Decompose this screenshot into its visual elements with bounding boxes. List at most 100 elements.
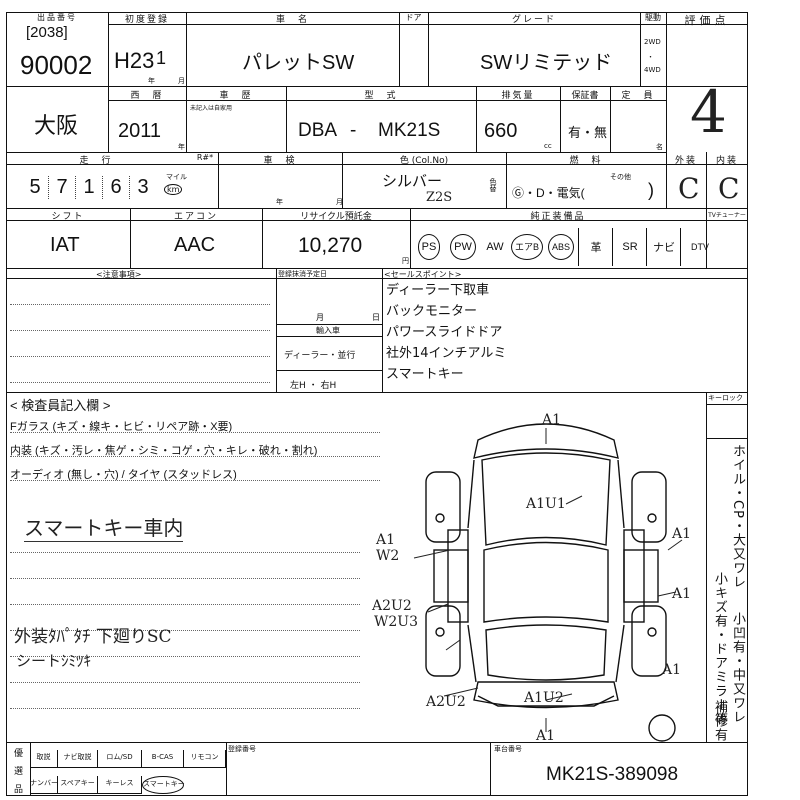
displacement: 660 — [484, 120, 518, 142]
model-dash: - — [350, 120, 357, 141]
equipment-label: ABS — [547, 234, 574, 260]
mark-rear: A1U2 — [523, 690, 564, 706]
col-divider — [342, 152, 343, 208]
color-label: 色 (Col.No) — [399, 156, 449, 166]
location: 大阪 — [34, 113, 79, 138]
dotted-line — [10, 456, 380, 457]
interior-grade: C — [718, 172, 740, 205]
mark-left-mid: A2U2 — [371, 598, 412, 614]
header-line — [706, 438, 748, 439]
year-unit: 年 — [148, 77, 155, 85]
car-name: パレットSW — [242, 52, 355, 74]
model-label: 型 式 — [364, 91, 398, 101]
col-divider — [610, 86, 611, 152]
shift-label: シフト — [51, 212, 85, 222]
equipment-label: PS — [417, 234, 441, 260]
dotted-line — [10, 304, 270, 305]
footer-equipment-cell: ロム/SD — [98, 750, 142, 768]
col-divider — [490, 742, 491, 796]
equipment-item: DTV — [680, 228, 719, 266]
model-code: MK21S — [378, 120, 441, 141]
mileage-digit: 3 — [137, 176, 149, 198]
sales-point-item: バックモニター — [386, 304, 478, 319]
sub-line — [276, 336, 382, 337]
col-divider — [706, 392, 707, 742]
dotted-line — [10, 604, 360, 605]
first-reg-era: H23 — [114, 48, 155, 73]
footer-equipment-cell: スマートキー — [142, 776, 185, 794]
mark-left-front2: W2 — [376, 548, 399, 564]
handwritten-note1: 外装ﾀﾊﾟﾀﾁ 下廻りSC — [14, 627, 172, 647]
year-unit: 年 — [178, 143, 185, 151]
warranty-value: 有・無 — [568, 125, 608, 140]
mileage-digit: 6 — [103, 176, 130, 199]
footer-label-2: 選 — [14, 767, 24, 777]
drive-4wd: 4WD — [644, 66, 661, 74]
mark-left-rear: A2U2 — [425, 694, 466, 710]
equipment-item: SR — [612, 228, 647, 266]
mileage-digit: 5 — [22, 176, 49, 199]
dotted-line — [10, 682, 360, 683]
col-divider — [130, 208, 131, 268]
col-divider — [666, 12, 667, 152]
sales-point-item: パワースライドドア — [386, 325, 503, 340]
inspector-line3: オーディオ (無し・穴) / タイヤ (スタッドレス) — [10, 469, 237, 481]
footer-equipment-cell: ナンバー — [30, 776, 58, 794]
handwritten-main: スマートキー車内 — [24, 512, 184, 542]
col-divider — [226, 742, 227, 796]
drive-2wd: 2WD — [644, 38, 661, 46]
chassis-number: MK21S-389098 — [546, 764, 679, 785]
col-divider — [428, 12, 429, 86]
equipment-item: ナビ — [646, 228, 681, 266]
door-label: ドア — [405, 13, 422, 22]
grade-label: グレード — [511, 15, 556, 25]
sales-point-item: ディーラー下取車 — [386, 283, 490, 298]
caution-label: <注意事項> — [96, 270, 142, 279]
mileage-label: 走 行 — [79, 156, 113, 166]
first-reg-label: 初度登録 — [124, 15, 169, 25]
col-divider — [276, 268, 277, 392]
mark-top: A1 — [541, 412, 561, 428]
equipment-item: PW — [446, 228, 480, 266]
handwritten-note2: シートｼﾐﾂｷ — [16, 652, 92, 670]
mileage-unit-km: km — [164, 184, 183, 195]
col-divider — [410, 208, 411, 268]
mark-left-front: A1 — [375, 532, 395, 548]
footer-equipment-cell: キーレス — [98, 776, 142, 794]
mileage-digit: 7 — [49, 176, 76, 199]
col-divider — [399, 12, 400, 86]
vertical-note-left: 小キズ有・ドアミラー等 — [712, 572, 727, 726]
shaken-label: 車 検 — [263, 156, 297, 166]
footer-label-3: 品 — [14, 785, 24, 795]
header-line — [6, 220, 748, 221]
score-label: 評価点 — [684, 14, 730, 27]
header-line — [108, 100, 666, 101]
dotted-line — [10, 382, 270, 383]
footer-equipment-cell: 取説 — [30, 750, 58, 768]
equipment-label: 純正装備品 — [530, 212, 586, 222]
model-prefix: DBA — [298, 120, 338, 141]
tuner-label: TVチューナー — [708, 212, 746, 219]
displacement-label: 排気量 — [501, 91, 535, 101]
reg-day: 日 — [372, 313, 380, 322]
equipment-label: DTV — [691, 242, 709, 252]
dotted-line — [10, 578, 360, 579]
equipment-label: PW — [450, 234, 476, 260]
footer-equipment-cell: B-CAS — [142, 750, 184, 768]
dotted-line — [10, 656, 360, 657]
col-divider — [186, 86, 187, 152]
chassis-label: 車台番号 — [494, 745, 522, 753]
history-note: 未記入は自家用 — [190, 105, 233, 112]
row-divider — [6, 268, 748, 269]
col-divider — [706, 208, 707, 268]
reg-number-label: 登録番号 — [228, 745, 256, 753]
inspector-title: < 検査員記入欄 > — [10, 398, 111, 413]
month-unit: 月 — [178, 77, 185, 85]
dotted-line — [10, 708, 360, 709]
import-label: 輸入車 — [316, 326, 340, 335]
history-label: 車 歴 — [219, 91, 253, 101]
header-line — [666, 24, 748, 25]
vertical-note-left2: 小凹有・中又ワレ — [730, 612, 745, 724]
